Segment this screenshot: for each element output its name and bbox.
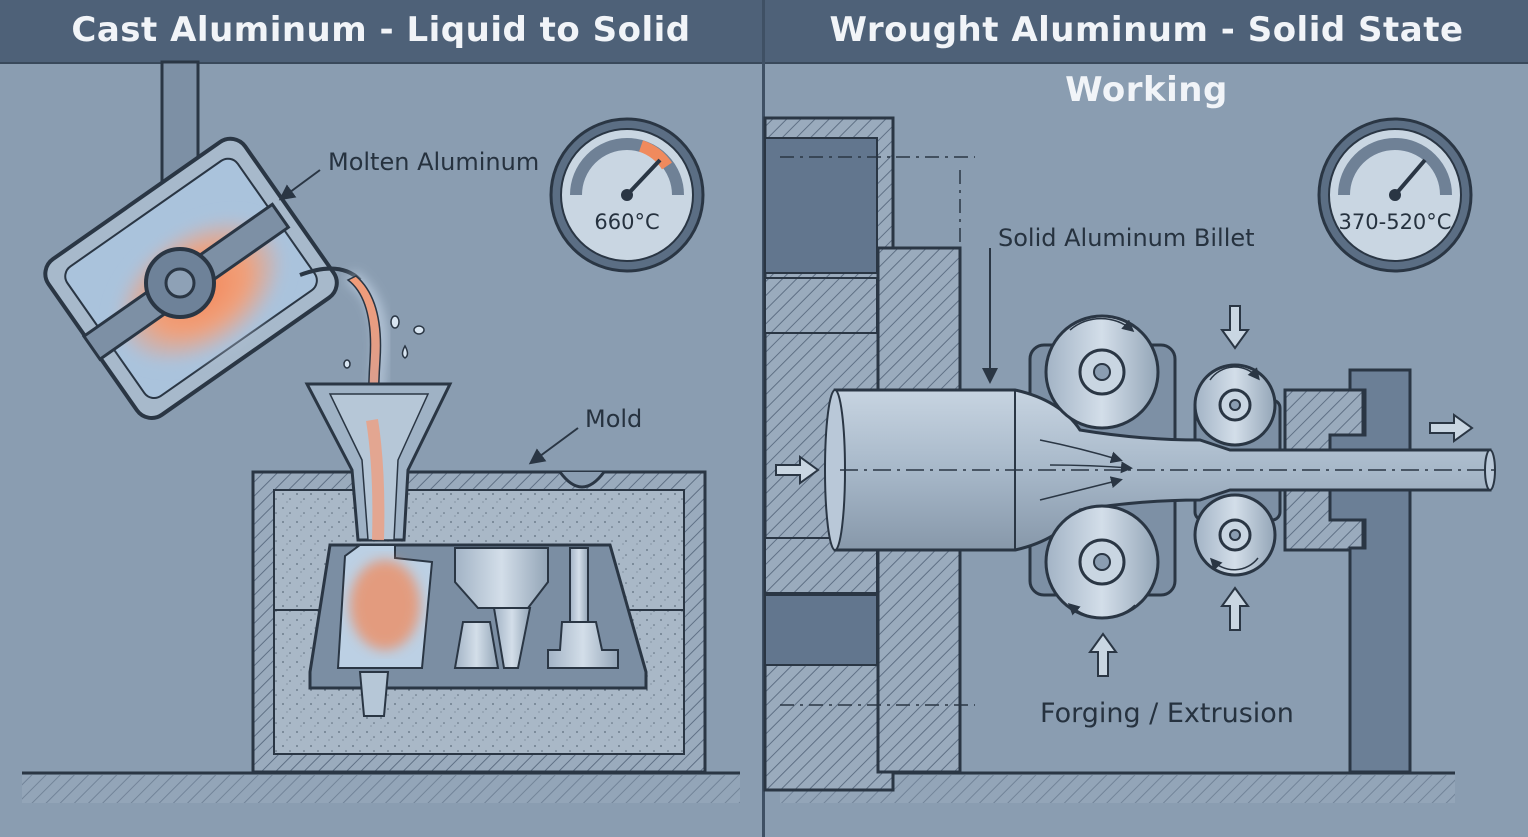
force-arrow-icon [775, 305, 1474, 677]
molten-aluminum-label: Molten Aluminum [328, 148, 540, 176]
thermometer-gauge-icon [549, 117, 705, 273]
process-label: Forging / Extrusion [1040, 698, 1294, 729]
mold-label-arrow [528, 427, 579, 465]
left-ground [22, 771, 740, 803]
aluminum-billet [824, 388, 1500, 552]
right-panel-title: Wrought Aluminum - Solid State Working [829, 10, 1464, 110]
pouring-funnel [304, 382, 453, 542]
extrusion-die [1283, 368, 1412, 774]
press-container [763, 116, 975, 792]
mold-label: Mold [585, 405, 643, 433]
billet-label: Solid Aluminum Billet [998, 224, 1255, 252]
left-gauge-reading: 660°C [594, 210, 660, 234]
right-panel-header: Wrought Aluminum - Solid State Working [765, 0, 1528, 110]
mold-cavity [308, 543, 648, 717]
molten-label-arrow [278, 169, 321, 201]
roller-icon [1044, 314, 1277, 620]
left-panel-header: Cast Aluminum - Liquid to Solid [0, 0, 762, 64]
thermometer-gauge-icon-right [1317, 117, 1473, 273]
left-panel-title: Cast Aluminum - Liquid to Solid [71, 10, 691, 50]
right-gauge-reading: 370-520°C [1338, 210, 1452, 234]
